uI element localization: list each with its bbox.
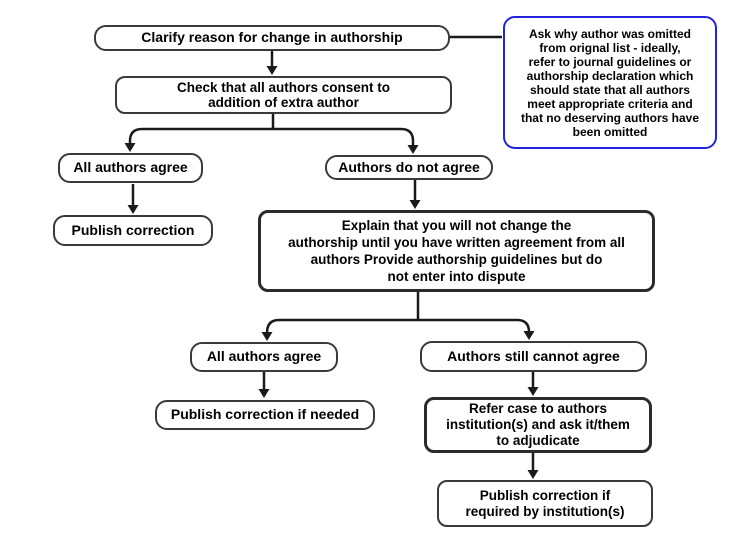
arrow-agree2-to-pubneeded [258, 372, 270, 398]
node-check-consent-label: Check that all authors consent to additi… [176, 79, 391, 110]
node-clarify-reason: Clarify reason for change in authorship [94, 25, 450, 51]
node-authors-still-cannot-agree: Authors still cannot agree [420, 341, 647, 372]
node-refer-to-institution: Refer case to authors institution(s) and… [424, 397, 652, 453]
arrow-clarify-to-check [266, 51, 278, 75]
node-all-authors-agree-2-label: All authors agree [206, 348, 322, 365]
node-explain-no-change-label: Explain that you will not change the aut… [288, 218, 625, 284]
arrow-refer-to-pubrequired [527, 453, 539, 479]
node-all-authors-agree-2: All authors agree [190, 342, 338, 372]
arrow-explain-split [261, 292, 535, 341]
node-check-consent: Check that all authors consent to additi… [115, 76, 452, 114]
note-ask-why-omitted: Ask why author was omitted from orignal … [503, 16, 717, 149]
node-authors-do-not-agree-label: Authors do not agree [338, 158, 480, 175]
arrow-check-split [124, 114, 419, 154]
node-publish-correction-if-needed-label: Publish correction if needed [170, 406, 360, 423]
node-authors-do-not-agree: Authors do not agree [325, 155, 493, 180]
node-publish-correction: Publish correction [53, 215, 213, 246]
node-authors-still-cannot-agree-label: Authors still cannot agree [447, 347, 620, 364]
node-refer-to-institution-label: Refer case to authors institution(s) and… [446, 401, 630, 448]
node-clarify-reason-label: Clarify reason for change in authorship [141, 29, 403, 46]
node-publish-correction-label: Publish correction [71, 221, 195, 238]
arrow-agree1-to-pubcorr [127, 184, 139, 214]
note-ask-why-omitted-label: Ask why author was omitted from orignal … [520, 26, 700, 139]
node-publish-correction-if-required: Publish correction if required by instit… [437, 480, 653, 527]
node-all-authors-agree-1: All authors agree [58, 153, 203, 183]
arrow-notagree-to-explain [409, 180, 421, 209]
node-all-authors-agree-1-label: All authors agree [73, 159, 188, 176]
arrow-stillcannot-to-refer [527, 372, 539, 396]
node-publish-correction-if-required-label: Publish correction if required by instit… [465, 487, 625, 519]
node-publish-correction-if-needed: Publish correction if needed [155, 400, 375, 430]
node-explain-no-change: Explain that you will not change the aut… [258, 210, 655, 292]
